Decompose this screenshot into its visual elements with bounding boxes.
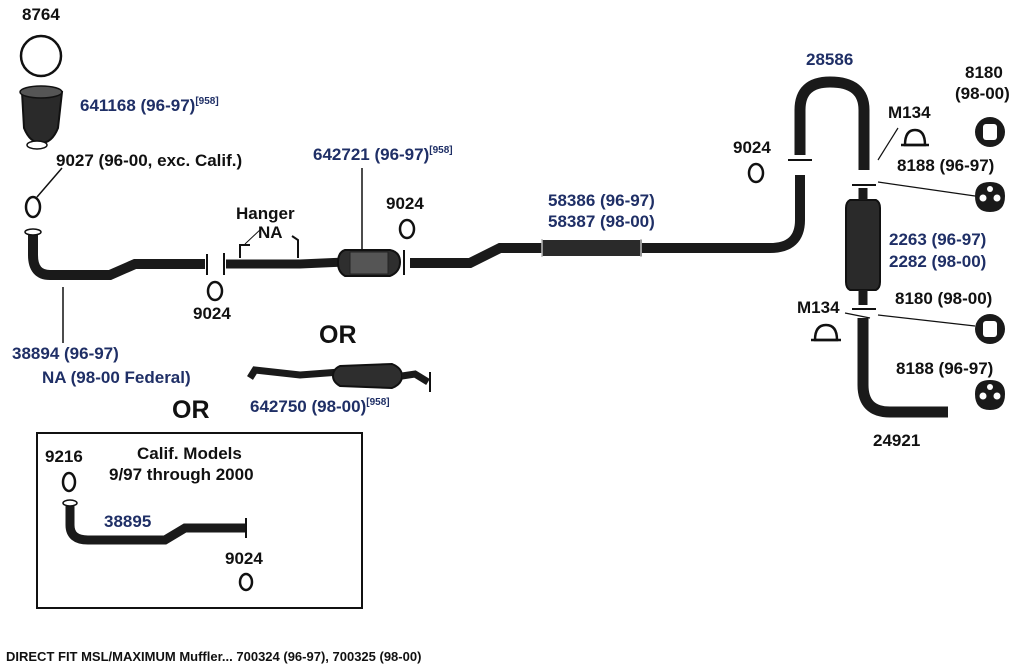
- gasket-8764: [19, 34, 63, 78]
- label-9024-mid: 9024: [386, 194, 424, 213]
- converter-heatshield: [349, 251, 389, 275]
- label-38895: 38895: [104, 512, 152, 531]
- label-28586: 28586: [806, 50, 854, 69]
- label-24921: 24921: [873, 431, 921, 450]
- label-hanger-na: NA: [258, 223, 283, 242]
- footer-note: DIRECT FIT MSL/MAXIMUM Muffler... 700324…: [6, 649, 422, 664]
- label-m134-top: M134: [888, 103, 931, 122]
- part-641168: [20, 91, 64, 145]
- label-2263: 2263 (96-97): [889, 230, 987, 249]
- label-58387: 58387 (98-00): [548, 212, 655, 231]
- resonator: [542, 240, 642, 256]
- label-58386: 58386 (96-97): [548, 191, 655, 210]
- tailpipe-24921: [857, 318, 948, 418]
- label-8180-bottom: 8180 (98-00): [895, 289, 993, 308]
- pipe-642750: [247, 366, 341, 380]
- label-9024-left: 9024: [193, 304, 231, 323]
- label-hanger: Hanger: [236, 204, 295, 223]
- tailpipe-bend-28586: [794, 76, 870, 170]
- clamp-m134-bottom: [811, 323, 841, 342]
- insulator-8180-top: [975, 117, 1005, 147]
- pipe-642750-tail: [401, 370, 430, 385]
- insulator-8180-bottom: [975, 314, 1005, 344]
- label-or-1: OR: [319, 321, 357, 349]
- label-38894: 38894 (96-97): [12, 344, 119, 363]
- label-9024-inset: 9024: [225, 549, 263, 568]
- insulator-8188-top: [975, 182, 1005, 212]
- leader-9027: [36, 167, 63, 198]
- label-642750: 642750 (98-00)[958]: [250, 397, 390, 416]
- part-641168-outlet: [26, 140, 48, 150]
- clamp-m134-top: [901, 128, 929, 147]
- label-8188-top: 8188 (96-97): [897, 156, 995, 175]
- label-9216: 9216: [45, 447, 83, 466]
- hanger-bracket-left: [239, 244, 250, 258]
- leader-8188-top: [877, 181, 976, 197]
- leader-hanger: [244, 227, 263, 245]
- part-641168-flange: [19, 85, 63, 99]
- gasket-9027: [24, 195, 42, 219]
- leader-m134-bottom: [844, 312, 871, 319]
- label-or-2: OR: [172, 396, 210, 424]
- pipe-to-converter: [226, 257, 346, 269]
- label-642721-text: 642721 (96-97): [313, 145, 430, 164]
- label-8188-bottom: 8188 (96-97): [896, 359, 994, 378]
- label-8180-top: 8180: [965, 63, 1003, 82]
- label-641168-ref: [958]: [195, 96, 219, 107]
- inset-title-1: Calif. Models: [137, 444, 242, 463]
- label-m134-bottom: M134: [797, 298, 840, 317]
- label-642721: 642721 (96-97)[958]: [313, 145, 453, 164]
- label-38894-na: NA (98-00 Federal): [42, 368, 191, 387]
- calif-inset-box: [36, 432, 363, 609]
- label-641168-text: 641168 (96-97): [80, 96, 196, 115]
- label-2282: 2282 (98-00): [889, 252, 987, 271]
- label-642750-text: 642750 (98-00): [250, 397, 367, 416]
- gasket-9024-right: [747, 162, 765, 184]
- front-pipe-38894: [28, 230, 205, 280]
- insulator-8188-bottom: [975, 380, 1005, 410]
- inset-title-2: 9/97 through 2000: [109, 465, 254, 484]
- front-pipe-38895: [65, 500, 245, 545]
- label-8764: 8764: [22, 5, 60, 24]
- label-8180-top-year: (98-00): [955, 84, 1010, 103]
- leader-8180-bottom: [877, 314, 976, 327]
- front-pipe-inlet: [24, 228, 42, 236]
- gasket-9024-mid: [398, 218, 416, 240]
- label-642721-ref: [958]: [429, 145, 453, 156]
- converter-642750: [331, 362, 404, 390]
- front-pipe-38895-inlet: [62, 499, 78, 507]
- gasket-9024-left: [206, 280, 224, 302]
- label-9027: 9027 (96-00, exc. Calif.): [56, 151, 243, 170]
- label-642750-ref: [958]: [366, 397, 390, 408]
- label-9024-right: 9024: [733, 138, 771, 157]
- gasket-9024-inset: [238, 572, 254, 592]
- muffler-2263: [845, 199, 881, 291]
- leader-m134-top: [877, 127, 899, 161]
- gasket-9216: [61, 471, 77, 493]
- label-641168: 641168 (96-97)[958]: [80, 96, 219, 115]
- hanger-bracket-right: [291, 235, 299, 258]
